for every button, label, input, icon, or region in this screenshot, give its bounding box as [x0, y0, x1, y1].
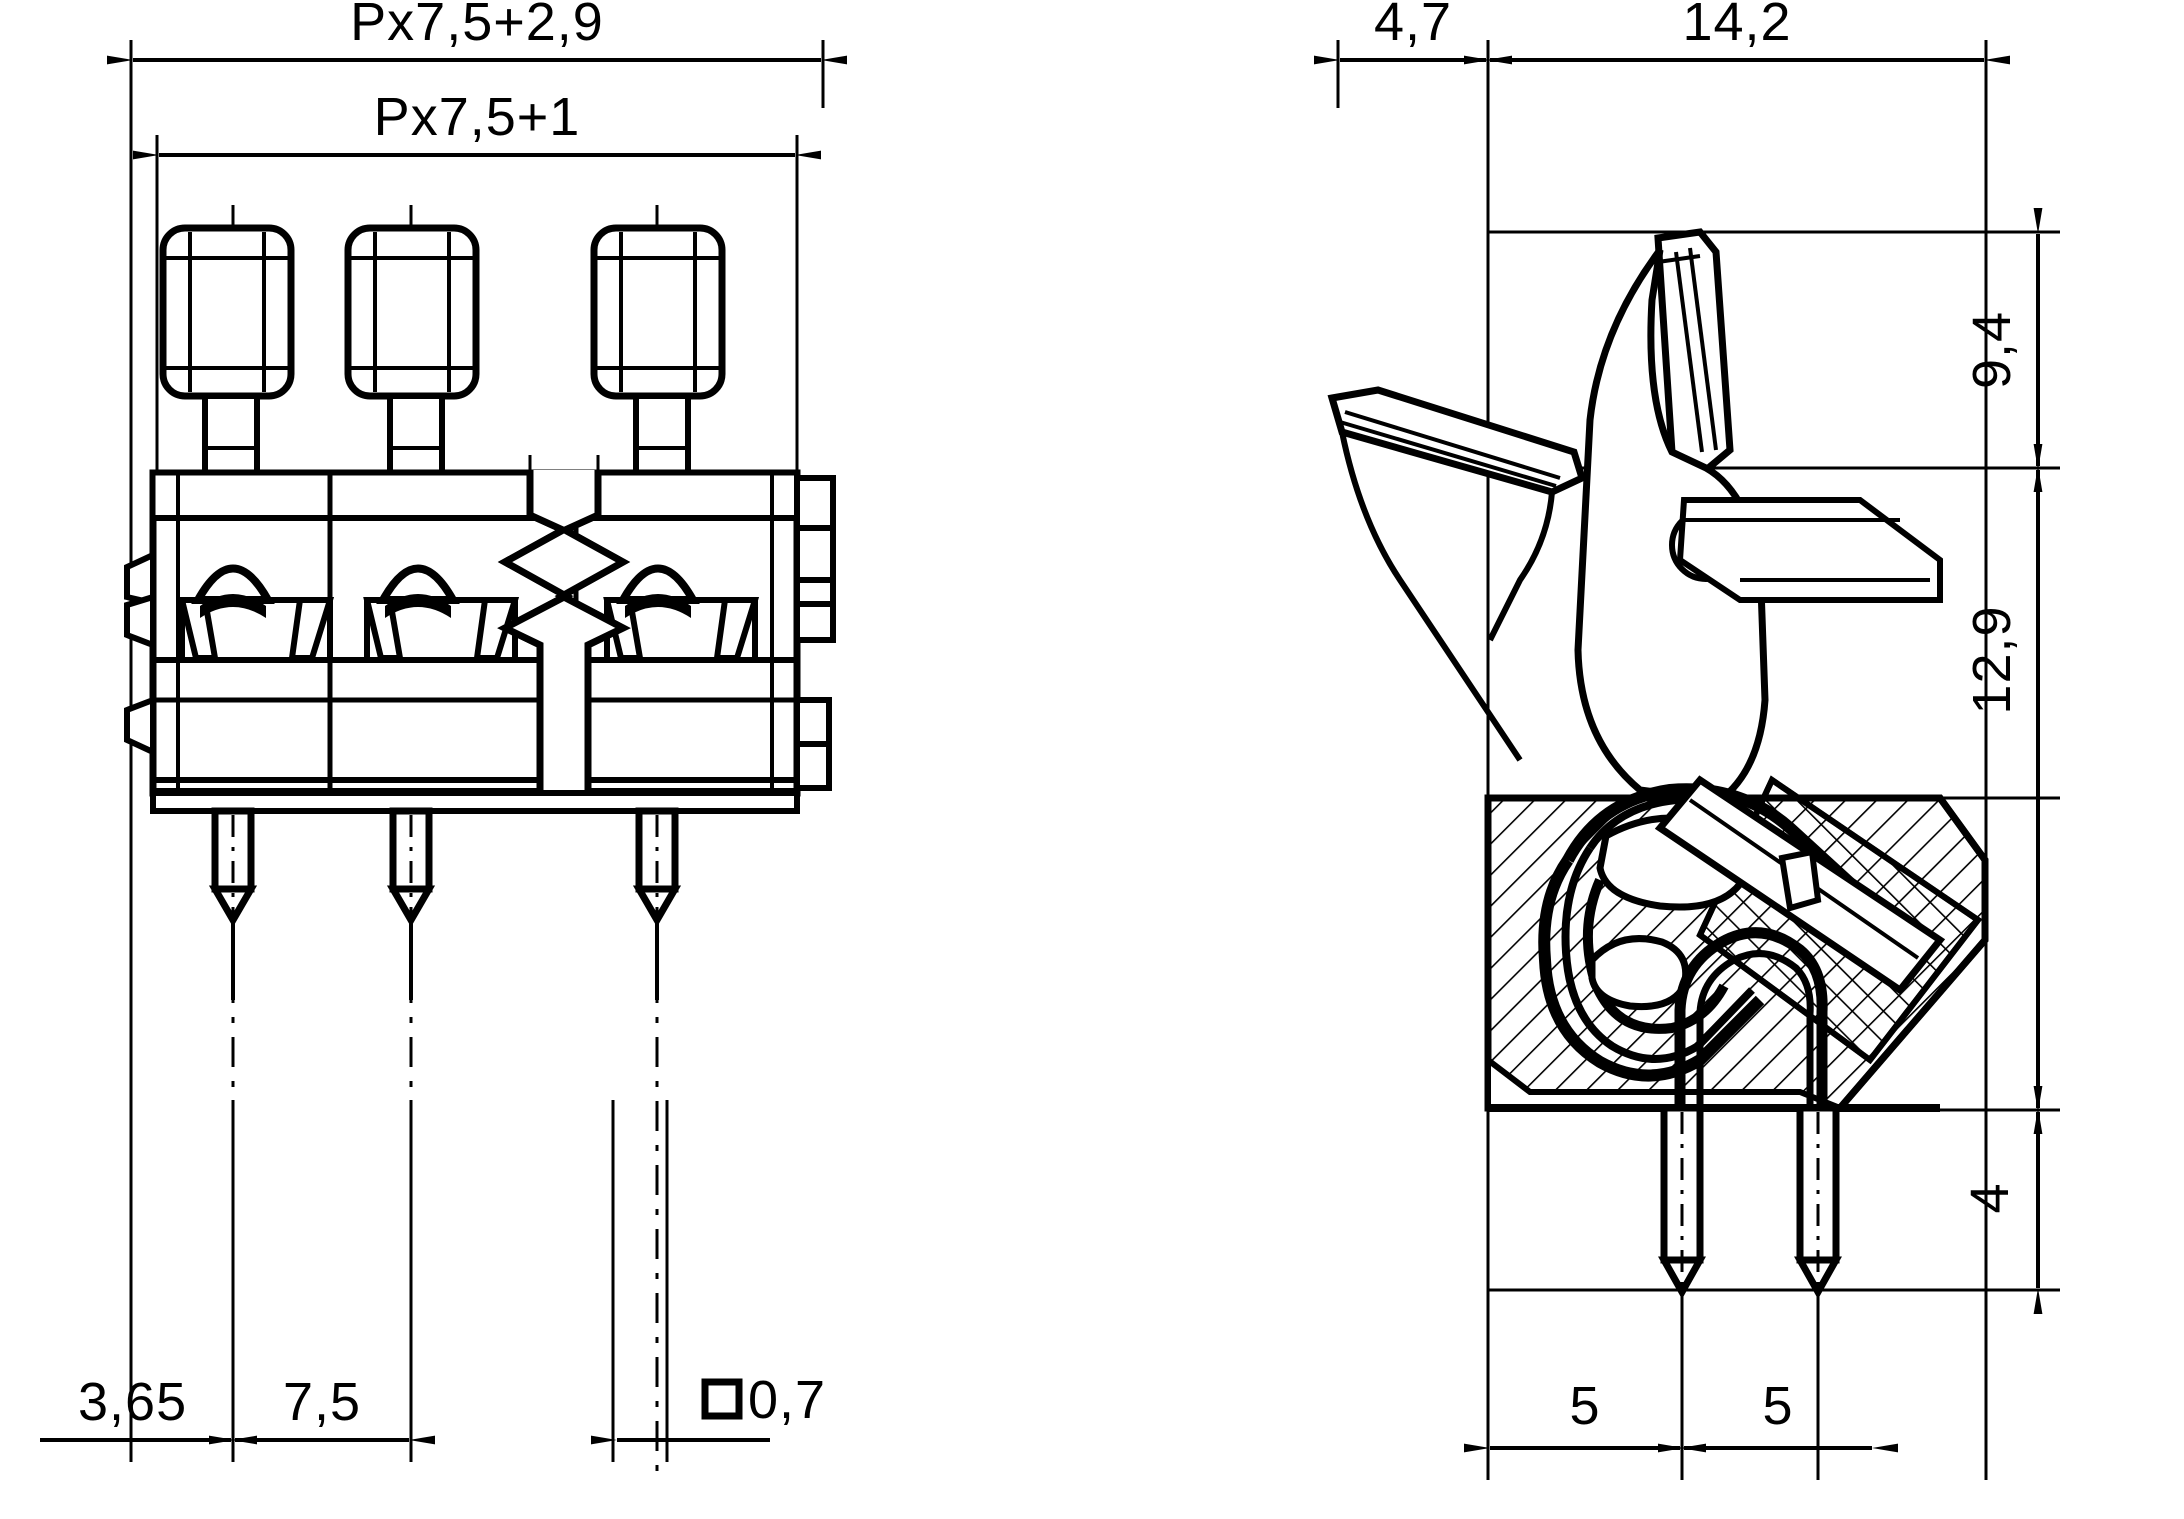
- solder-pin-side-2: [1794, 1104, 1842, 1300]
- clamp-plate-upper: [1676, 497, 1943, 603]
- latch-tab-right-4: [794, 601, 836, 643]
- dim-edge-to-first-pin: 3,65: [40, 1372, 257, 1445]
- latch-tab-right-1: [794, 475, 836, 531]
- break-extension-lines: [528, 455, 600, 470]
- dim-label-pin-row-spacing-1: 5: [1569, 1376, 1600, 1436]
- latch-tab-left-upper: [124, 550, 156, 607]
- dim-front-depth: 14,2: [1464, 0, 2010, 65]
- dim-label-pin-row-spacing-2: 5: [1762, 1376, 1793, 1436]
- break-symbol: [497, 470, 631, 795]
- actuator-button-3: [590, 224, 726, 481]
- dim-lower-height: 12,9: [1962, 444, 2043, 1134]
- dim-pin-length: 4: [1960, 1086, 2043, 1314]
- actuator-button-1: [159, 224, 295, 481]
- actuator-stem-3: [633, 393, 691, 481]
- left-latch-tabs: [124, 550, 156, 757]
- solder-pins-front: [208, 807, 682, 1000]
- dim-label-lower-height: 12,9: [1962, 605, 2022, 714]
- solder-pin-2: [386, 807, 436, 1000]
- dim-label-pin-cross-section: 0,7: [748, 1370, 826, 1430]
- solder-pins-side: [1658, 1104, 1842, 1300]
- solder-pin-3: [632, 807, 682, 1000]
- conductor-v: [1674, 927, 1828, 1110]
- latch-tab-left-lower: [124, 695, 156, 757]
- dim-pin-cross-section: 0,7: [591, 1370, 826, 1445]
- front-view: Px7,5+2,9 Px7,5+1: [40, 0, 847, 1480]
- dim-label-edge-to-first-pin: 3,65: [78, 1372, 187, 1432]
- dim-upper-height: 9,4: [1962, 208, 2043, 492]
- right-latch-tabs: [794, 475, 836, 791]
- dim-label-body-width: Px7,5+1: [374, 87, 581, 147]
- dim-rear-depth: 4,7: [1314, 0, 1512, 65]
- actuator-buttons-group: [159, 224, 726, 481]
- dim-pin-row-spacing-1: 5: [1464, 1376, 1706, 1453]
- lever-arm-open: [1327, 386, 1587, 762]
- dim-label-overall-width: Px7,5+2,9: [350, 0, 604, 52]
- stop-tab: [1778, 848, 1822, 912]
- dim-label-pin-pitch: 7,5: [283, 1372, 361, 1432]
- latch-tab-left-mid: [124, 592, 156, 650]
- dim-overall-width: Px7,5+2,9: [107, 0, 847, 65]
- actuator-button-2: [344, 224, 480, 481]
- lever-body: [1574, 247, 1769, 804]
- dim-body-width: Px7,5+1: [133, 87, 821, 160]
- latch-tab-right-3: [794, 577, 836, 607]
- actuator-stem-2: [387, 393, 445, 481]
- dim-label-pin-length: 4: [1960, 1182, 2020, 1213]
- lever-arm-raised: [1654, 228, 1734, 475]
- wire-entry-2: [363, 564, 520, 663]
- dim-label-rear-depth: 4,7: [1374, 0, 1452, 52]
- front-witness-lines: [129, 40, 825, 1462]
- square-symbol-icon: [701, 1378, 743, 1420]
- solder-pin-side-1: [1658, 1104, 1706, 1300]
- solder-pin-1: [208, 807, 258, 1000]
- dim-label-upper-height: 9,4: [1962, 311, 2022, 389]
- dim-pin-pitch: 7,5: [209, 1372, 435, 1445]
- actuator-stem-1: [202, 393, 260, 481]
- dim-label-front-depth: 14,2: [1682, 0, 1791, 52]
- latch-tab-right-6: [794, 741, 832, 791]
- latch-tab-right-5: [794, 697, 832, 747]
- dim-pin-row-spacing-2: 5: [1658, 1376, 1898, 1453]
- wire-entry-1: [178, 564, 335, 663]
- latch-tab-right-2: [794, 525, 836, 583]
- side-section-view: 4,7 14,2 9,4 12,9 4 5 5: [1314, 0, 2060, 1480]
